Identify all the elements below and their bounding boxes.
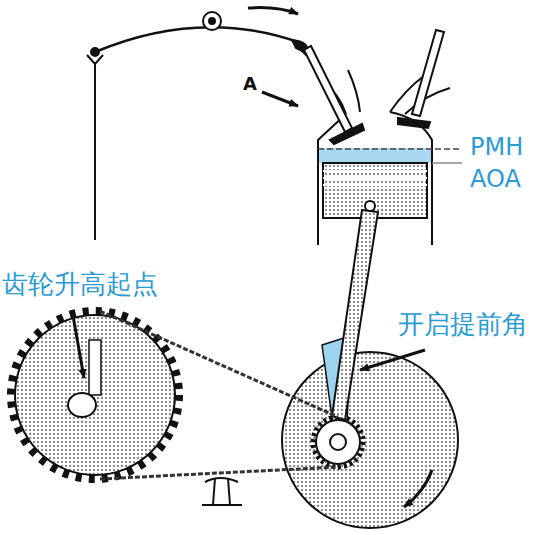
rotation-arrow bbox=[404, 470, 432, 507]
tdc-line bbox=[318, 148, 462, 150]
rocker-arm bbox=[87, 12, 307, 240]
valve-callout: A bbox=[243, 74, 257, 95]
leader-arrow bbox=[262, 92, 298, 106]
connecting-rod bbox=[332, 210, 378, 420]
gear-start-label: 齿轮升高起点 bbox=[2, 270, 158, 300]
advance-angle-label: 开启提前角 bbox=[398, 310, 528, 340]
crank-wheel bbox=[282, 336, 458, 528]
tdc-label: PMH bbox=[470, 134, 523, 162]
leader-arrow bbox=[72, 310, 84, 378]
chain-tensioner bbox=[202, 478, 242, 505]
leader-arrow bbox=[360, 350, 425, 370]
aoa-line bbox=[432, 162, 462, 164]
motion-arrow bbox=[248, 8, 298, 14]
piston bbox=[323, 163, 427, 218]
tdc-band bbox=[319, 148, 431, 163]
aoa-label: AOA bbox=[470, 166, 521, 194]
piston-pin bbox=[365, 201, 375, 211]
timing-chain bbox=[100, 311, 338, 479]
